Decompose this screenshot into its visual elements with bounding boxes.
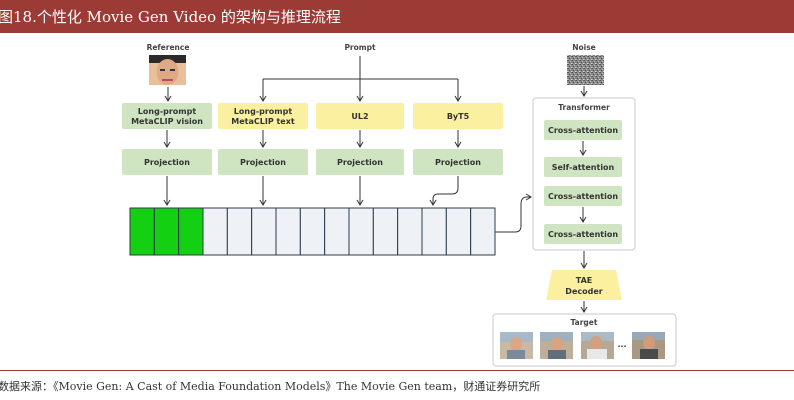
- target-caption: Target: [571, 318, 598, 327]
- encoder-byt5-label: ByT5: [447, 112, 470, 121]
- noise-image: [567, 55, 604, 85]
- prompt-token: [324, 207, 350, 256]
- source-note: 数据来源：《Movie Gen: A Cast of Media Foundat…: [0, 380, 541, 393]
- transformer-layer-3: Cross-attention: [544, 186, 622, 206]
- reference-token: [129, 207, 155, 256]
- projection-2: Projection: [218, 149, 308, 175]
- prompt-token: [445, 207, 472, 256]
- target-frame-2: [540, 332, 573, 359]
- projection-1-label: Projection: [144, 158, 190, 167]
- encoder-metaclip-vision-line2: MetaCLIP vision: [131, 117, 203, 126]
- target-ellipsis: ...: [617, 340, 626, 349]
- reference-token: [153, 207, 180, 256]
- encoder-metaclip-vision: Long-prompt MetaCLIP vision: [122, 103, 212, 129]
- target-frame-3: [581, 332, 614, 359]
- arrow-tokens-to-transformer: [495, 193, 532, 233]
- projection-4-label: Projection: [435, 158, 481, 167]
- projection-3-label: Projection: [337, 158, 383, 167]
- reference-face-image: [149, 55, 186, 85]
- prompt-token: [299, 207, 326, 256]
- decoder-line2: Decoder: [565, 287, 602, 296]
- prompt-token: [470, 207, 496, 256]
- decoder-line1: TAE: [576, 276, 593, 285]
- header-bar: 图18.个性化 Movie Gen Video 的架构与推理流程: [0, 0, 794, 33]
- encoder-ul2-label: UL2: [351, 112, 368, 121]
- prompt-token: [202, 207, 228, 256]
- transformer-layer-1: Cross-attention: [544, 120, 622, 140]
- projection-2-label: Projection: [240, 158, 286, 167]
- target-frame-4: [632, 332, 665, 359]
- transformer-caption: Transformer: [558, 103, 610, 112]
- figure-title: 图18.个性化 Movie Gen Video 的架构与推理流程: [0, 8, 341, 26]
- projection-1: Projection: [122, 149, 212, 175]
- prompt-token: [372, 207, 399, 256]
- encoder-ul2: UL2: [316, 103, 404, 129]
- prompt-token: [275, 207, 301, 256]
- transformer-layer-4-label: Cross-attention: [548, 230, 618, 239]
- prompt-token: [421, 207, 447, 256]
- projection-4: Projection: [413, 149, 503, 175]
- encoder-metaclip-text-line1: Long-prompt: [234, 107, 293, 116]
- arrow-to-tokens-4: [429, 176, 459, 206]
- footer-divider: [0, 370, 794, 371]
- transformer-layer-4: Cross-attention: [544, 224, 622, 244]
- prompt-caption: Prompt: [344, 43, 376, 52]
- prompt-token: [251, 207, 277, 256]
- token-sequence: [129, 207, 496, 256]
- prompt-token: [348, 207, 374, 256]
- projection-3: Projection: [316, 149, 404, 175]
- reference-token: [178, 207, 204, 256]
- transformer-layer-2: Self-attention: [544, 157, 622, 177]
- transformer-layer-2-label: Self-attention: [552, 163, 615, 172]
- noise-caption: Noise: [572, 43, 596, 52]
- encoder-byt5: ByT5: [413, 103, 503, 129]
- reference-caption: Reference: [147, 43, 190, 52]
- transformer-layer-1-label: Cross-attention: [548, 126, 618, 135]
- target-frame-1: [500, 332, 533, 359]
- transformer-layer-3-label: Cross-attention: [548, 192, 618, 201]
- encoder-metaclip-text-line2: MetaCLIP text: [231, 117, 295, 126]
- encoder-metaclip-vision-line1: Long-prompt: [138, 107, 197, 116]
- tae-decoder: TAE Decoder: [546, 270, 622, 300]
- prompt-token: [226, 207, 253, 256]
- encoder-metaclip-text: Long-prompt MetaCLIP text: [218, 103, 308, 129]
- prompt-token: [397, 207, 423, 256]
